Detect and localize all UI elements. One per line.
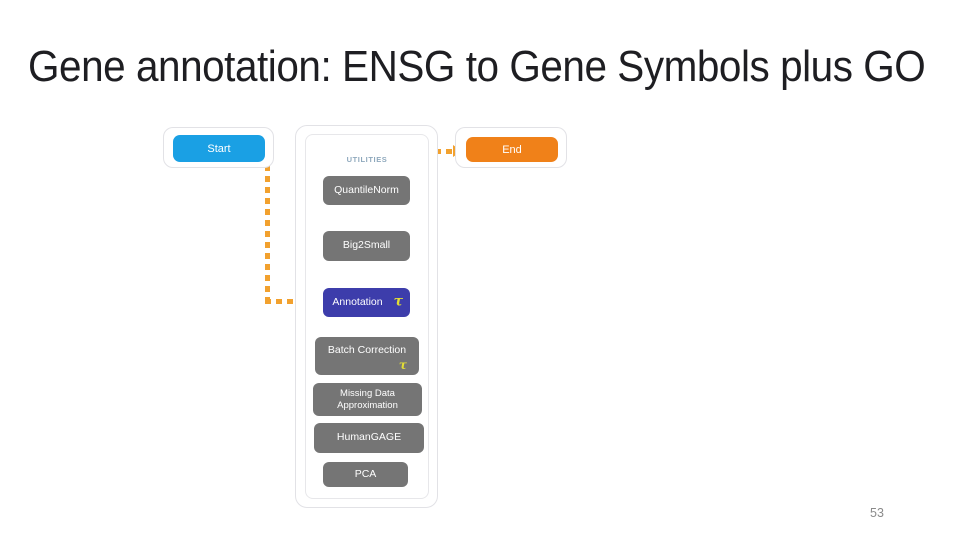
end-button[interactable]: End	[466, 137, 558, 162]
utility-label: PCA	[354, 467, 377, 480]
utility-label: QuantileNorm	[334, 183, 399, 196]
utility-label: Batch Correction	[327, 344, 407, 356]
utility-label: Big2Small	[342, 239, 391, 252]
tau-badge-icon: τ	[393, 293, 403, 310]
end-node-card: End	[455, 127, 567, 168]
utility-button-humangage[interactable]: HumanGAGE	[314, 423, 424, 453]
utility-button-big2small[interactable]: Big2Small	[323, 231, 410, 261]
utility-button-quantilenorm[interactable]: QuantileNorm	[323, 176, 410, 205]
utility-label: HumanGAGE	[336, 431, 402, 444]
utility-button-pca[interactable]: PCA	[323, 462, 408, 487]
start-button[interactable]: Start	[173, 135, 265, 162]
connector-start-to-annotation-vertical	[265, 143, 270, 303]
connector-start-to-annotation-horizontal	[265, 299, 314, 304]
utility-button-batch-correction[interactable]: Batch Correction τ	[315, 337, 419, 375]
utility-label: Annotation	[332, 295, 383, 308]
utilities-panel-title: UTILITIES	[346, 155, 388, 164]
page-number: 53	[870, 506, 884, 520]
utility-button-missing-data-approximation[interactable]: Missing Data Approximation	[313, 383, 422, 416]
start-node-card: Start	[163, 127, 274, 168]
utility-button-annotation-selected[interactable]: Annotation τ	[323, 288, 410, 317]
tau-badge-icon: τ	[398, 358, 407, 372]
slide-title: Gene annotation: ENSG to Gene Symbols pl…	[28, 42, 926, 91]
utility-label: Missing Data Approximation	[337, 387, 398, 411]
